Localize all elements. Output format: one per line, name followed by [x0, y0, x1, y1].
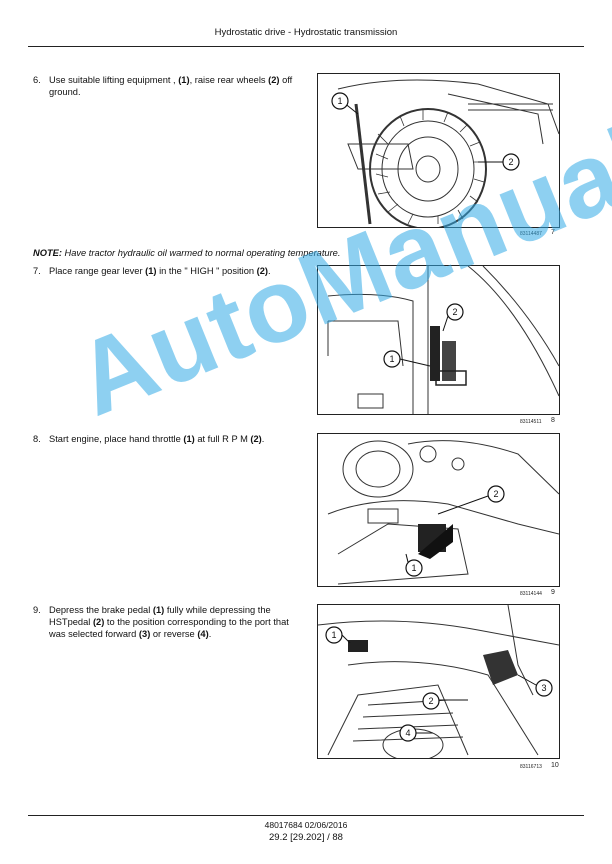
- figure-ref: 83114144: [520, 591, 542, 597]
- step-text: Use suitable lifting equipment , (1), ra…: [49, 75, 293, 98]
- svg-text:2: 2: [493, 489, 498, 499]
- step-number: 8.: [33, 434, 41, 444]
- figure-number: 7: [551, 229, 555, 236]
- callout-3: 3: [517, 674, 553, 697]
- callout-1: 1: [405, 553, 423, 577]
- callout-2: 2: [478, 153, 520, 171]
- figure-brake-hst-pedal: 1 2 3 4: [317, 604, 560, 759]
- figure-range-lever: 1 2: [317, 265, 560, 415]
- step-text: Place range gear lever (1) in the " HIGH…: [49, 266, 271, 276]
- header-rule: [28, 46, 584, 47]
- callout-1: 1: [383, 350, 431, 368]
- step-number: 6.: [33, 75, 41, 85]
- svg-text:3: 3: [541, 683, 546, 693]
- figure-number: 10: [551, 762, 559, 769]
- step-number: 9.: [33, 605, 41, 615]
- svg-text:1: 1: [389, 354, 394, 364]
- callout-1: 1: [325, 626, 351, 644]
- svg-text:4: 4: [405, 728, 410, 738]
- svg-text:2: 2: [452, 307, 457, 317]
- callout-4: 4: [399, 724, 433, 742]
- page-header: Hydrostatic drive - Hydrostatic transmis…: [214, 27, 398, 38]
- step-text: Depress the brake pedal (1) fully while …: [49, 605, 289, 640]
- note: NOTE: Have tractor hydraulic oil warmed …: [33, 248, 341, 258]
- step-number: 7.: [33, 266, 41, 276]
- step-text: Start engine, place hand throttle (1) at…: [49, 434, 265, 444]
- svg-text:2: 2: [428, 696, 433, 706]
- figure-rear-wheel: 1 2: [317, 73, 560, 228]
- callout-2: 2: [422, 692, 468, 710]
- svg-text:2: 2: [508, 157, 513, 167]
- callout-2: 2: [442, 303, 464, 332]
- figure-ref: 83116713: [520, 764, 542, 770]
- footer-rule: [28, 815, 584, 816]
- figure-ref: 83114511: [520, 419, 542, 425]
- footer-doc-id: 48017684 02/06/2016: [264, 820, 348, 830]
- callout-2: 2: [437, 485, 505, 515]
- svg-text:1: 1: [411, 563, 416, 573]
- svg-text:1: 1: [337, 96, 342, 106]
- figure-hand-throttle: 1 2: [317, 433, 560, 587]
- svg-text:1: 1: [331, 630, 336, 640]
- callout-1: 1: [331, 92, 359, 115]
- figure-ref: 83114487: [520, 231, 542, 237]
- figure-number: 8: [551, 417, 555, 424]
- figure-number: 9: [551, 589, 555, 596]
- footer-page-number: 29.2 [29.202] / 88: [269, 832, 343, 843]
